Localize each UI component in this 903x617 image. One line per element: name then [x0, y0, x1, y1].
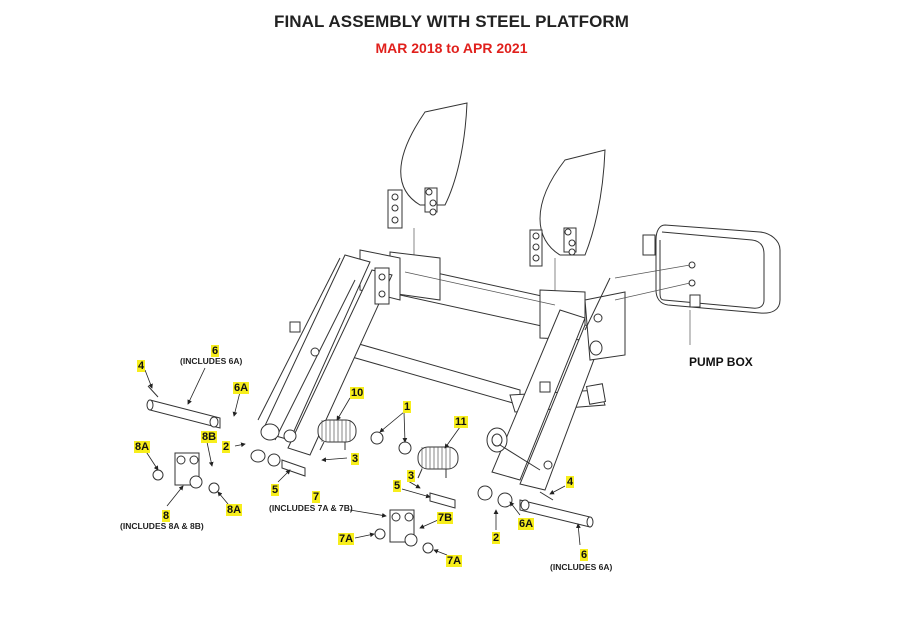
spring-11 [417, 446, 459, 479]
callout-7b: 7B [437, 512, 454, 524]
callout-8b: 8B [201, 431, 218, 443]
bushing-8a-right [208, 482, 220, 494]
spring-10 [317, 419, 357, 451]
note-6-left: (INCLUDES 6A) [180, 356, 243, 366]
left-arm [250, 254, 393, 467]
bushing-7a-left [374, 528, 386, 540]
right-shield-plate [529, 149, 606, 292]
callout-3-right: 3 [407, 470, 416, 482]
callout-4-right: 4 [566, 476, 575, 488]
left-shield-plate [387, 102, 468, 255]
right-arm [477, 277, 626, 508]
callout-5-left: 5 [271, 484, 280, 496]
bushing-left [370, 431, 384, 445]
right-bracket-7 [374, 509, 434, 554]
diagram-title: FINAL ASSEMBLY WITH STEEL PLATFORM [273, 12, 630, 31]
leader-lines [144, 367, 581, 556]
callout-6-left: 6 [211, 345, 220, 357]
upper-cross-tube [359, 249, 586, 341]
link-5-right [429, 492, 456, 509]
note-8: (INCLUDES 8A & 8B) [120, 521, 204, 531]
callout-8a-left: 8A [134, 441, 151, 453]
callout-10: 10 [350, 387, 365, 399]
right-pin [519, 491, 594, 528]
callout-7a-left: 7A [338, 533, 355, 545]
callout-2-right: 2 [492, 532, 501, 544]
bushing-8a-left [152, 469, 164, 481]
callout-8a-right: 8A [226, 504, 243, 516]
callout-1: 1 [403, 401, 412, 413]
date-range-subtitle: MAR 2018 to APR 2021 [375, 40, 528, 56]
callout-5-right: 5 [393, 480, 402, 492]
left-pin [146, 385, 221, 429]
callout-7: 7 [312, 491, 321, 503]
link-5-left [281, 459, 306, 477]
callout-3-left: 3 [351, 453, 360, 465]
note-6-right: (INCLUDES 6A) [550, 562, 613, 572]
callout-7a-right: 7A [446, 555, 463, 567]
callout-8: 8 [162, 510, 171, 522]
pump-box-label: PUMP BOX [689, 355, 753, 369]
callout-4-left: 4 [137, 360, 146, 372]
note-7: (INCLUDES 7A & 7B) [269, 503, 353, 513]
bushing-7a-right [422, 542, 434, 554]
callout-11: 11 [454, 416, 468, 428]
callout-6a-left: 6A [233, 382, 250, 394]
callout-6a-right: 6A [518, 518, 535, 530]
left-bracket-8 [152, 452, 220, 494]
pump-box [614, 224, 781, 345]
bushing-right [398, 441, 412, 455]
callout-6-right: 6 [580, 549, 589, 561]
callout-2-left: 2 [222, 441, 231, 453]
